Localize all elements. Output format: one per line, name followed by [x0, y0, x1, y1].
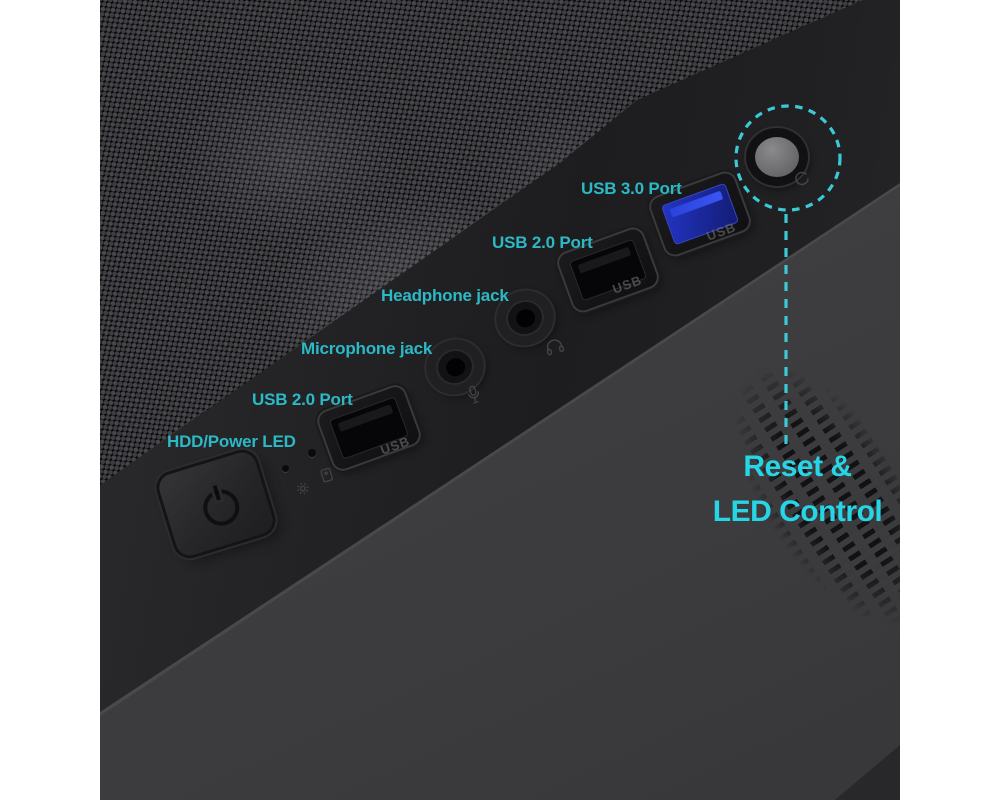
power-led-icon — [295, 480, 313, 501]
reset-led-control-callout: Reset & LED Control — [690, 444, 900, 534]
callout-line2: LED Control — [712, 495, 883, 528]
callout-line1: Reset & — [743, 450, 852, 483]
label-headphone-jack: Headphone jack — [381, 286, 509, 305]
label-usb20-port-bottom: USB 2.0 Port — [252, 390, 353, 409]
hdd-led — [308, 449, 316, 457]
case-photo: USB USB USB — [100, 0, 900, 800]
label-usb30-port: USB 3.0 Port — [581, 179, 682, 198]
power-led — [282, 465, 289, 472]
label-hdd-power-led: HDD/Power LED — [167, 432, 296, 451]
power-icon — [198, 485, 244, 531]
label-usb20-port-top: USB 2.0 Port — [492, 233, 593, 252]
reset-button — [746, 128, 808, 186]
hdd-led-icon — [319, 467, 335, 488]
reset-icon — [794, 170, 810, 191]
reset-callout-circle — [734, 104, 842, 212]
reset-callout-line — [784, 214, 788, 444]
headphone-icon — [544, 336, 567, 361]
label-microphone-jack: Microphone jack — [301, 339, 433, 358]
microphone-icon — [465, 384, 484, 411]
